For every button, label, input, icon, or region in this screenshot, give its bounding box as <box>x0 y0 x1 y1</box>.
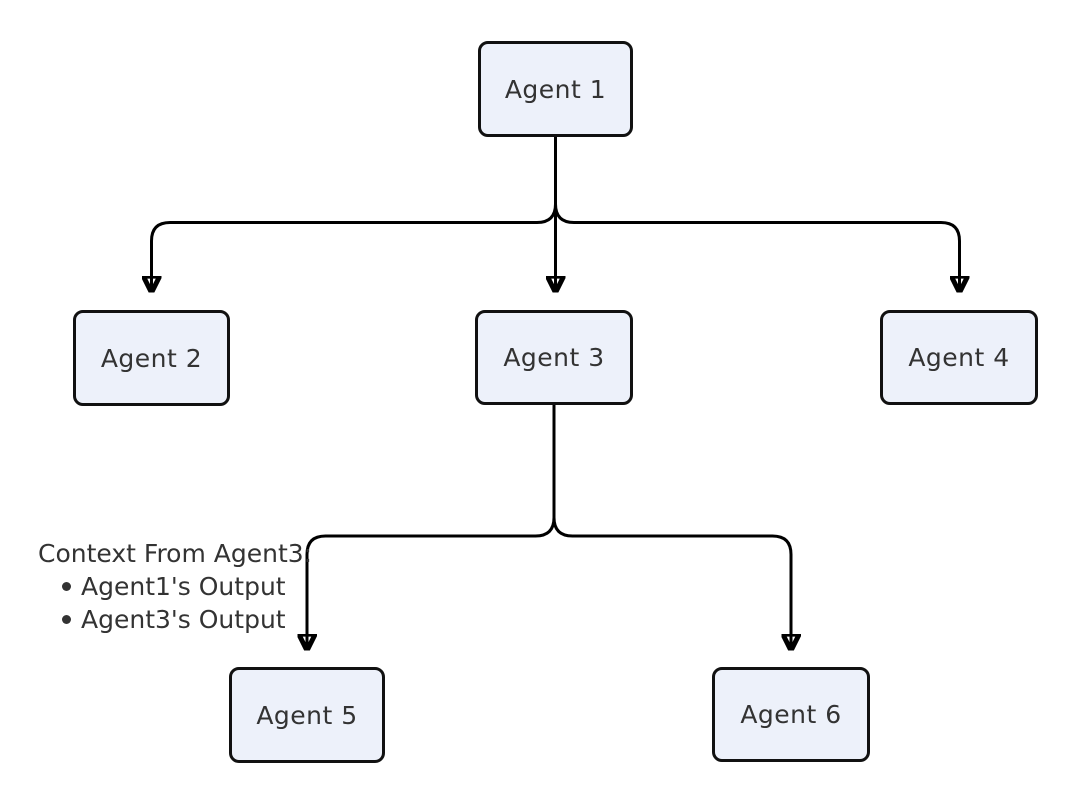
node-agent-2-label: Agent 2 <box>100 343 203 373</box>
edge-agent3-agent5 <box>307 517 556 650</box>
context-item-text: Agent3's Output <box>81 605 286 634</box>
node-agent-3: Agent 3 <box>475 310 633 405</box>
context-annotation-title: Context From Agent3: <box>38 539 313 568</box>
list-item: Agent1's Output <box>38 570 312 603</box>
context-item-text: Agent1's Output <box>81 572 286 601</box>
node-agent-1: Agent 1 <box>478 41 633 137</box>
node-agent-5-label: Agent 5 <box>256 700 358 730</box>
bullet-icon <box>62 582 71 591</box>
context-annotation-list: Agent1's Output Agent3's Output <box>38 570 312 636</box>
node-agent-1-label: Agent 1 <box>504 74 607 104</box>
node-agent-6: Agent 6 <box>712 667 870 762</box>
edge-agent1-agent4 <box>554 203 960 291</box>
edge-agent1-agent2 <box>152 203 557 291</box>
list-item: Agent3's Output <box>38 603 312 636</box>
node-agent-4: Agent 4 <box>880 310 1038 405</box>
node-agent-5: Agent 5 <box>229 667 385 763</box>
node-agent-3-label: Agent 3 <box>503 343 605 372</box>
context-annotation: Context From Agent3: Agent1's Output Age… <box>38 537 312 636</box>
edge-agent3-agent6 <box>552 517 791 650</box>
bullet-icon <box>62 615 71 624</box>
node-agent-6-label: Agent 6 <box>740 700 842 729</box>
node-agent-2: Agent 2 <box>73 310 230 406</box>
node-agent-4-label: Agent 4 <box>908 343 1010 372</box>
